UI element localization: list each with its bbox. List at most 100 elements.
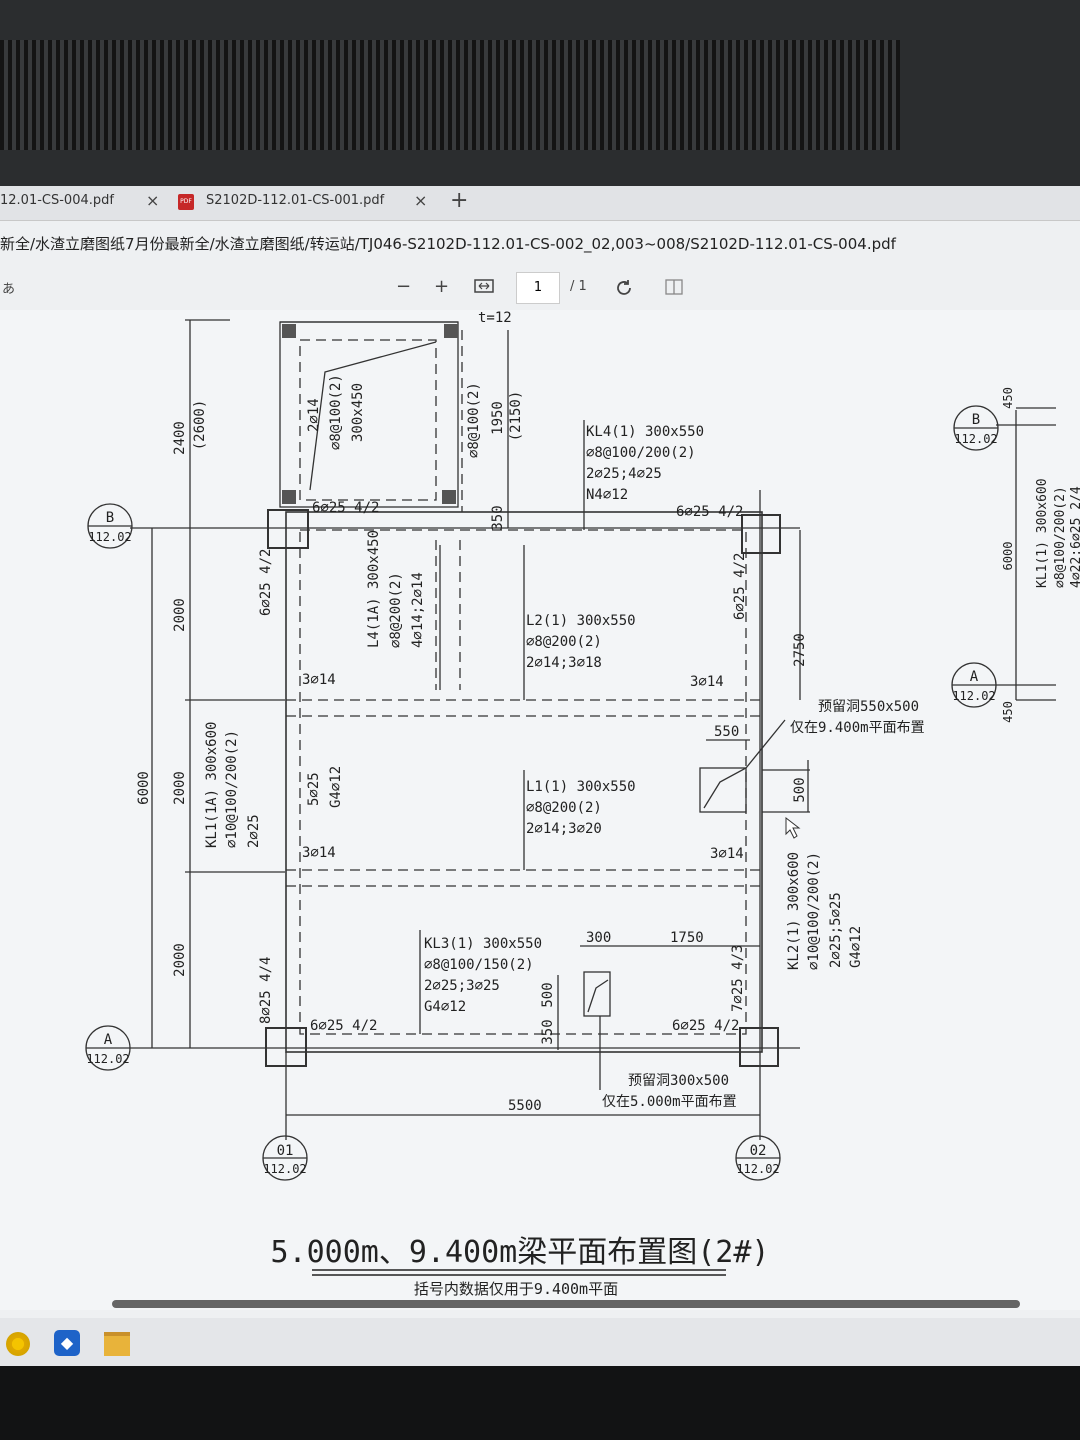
axis-01-number: 01 (277, 1143, 294, 1159)
close-icon[interactable]: × (146, 191, 160, 210)
dim-right-450-top: 450 (1001, 387, 1015, 409)
dim-t12: t=12 (478, 310, 512, 326)
kl1-label-3: 2⌀25 (246, 814, 262, 848)
dim-right-6000: 6000 (1001, 542, 1015, 571)
bottom-left-bar: 6⌀25 4/2 (310, 1018, 377, 1034)
l2-bottom-bar: 3⌀14 (690, 674, 724, 690)
l1-bottom-right-bar: 3⌀14 (710, 846, 744, 862)
beam-layout-drawing: B 112.02 A 112.02 01 112.02 02 112.02 B … (85, 310, 1080, 1298)
right-kl1-label-1: KL1(1) 300x600 (1035, 478, 1050, 588)
kl2-label-3: 2⌀25;5⌀25 (828, 892, 844, 968)
right-col-bar: 6⌀25 4/2 (732, 553, 748, 620)
tab-cs-001[interactable]: PDF S2102D-112.01-CS-001.pdf × (172, 186, 434, 220)
two-page-view-icon[interactable] (664, 278, 684, 301)
file-explorer-icon[interactable] (104, 1332, 130, 1356)
dim-5500: 5500 (508, 1098, 542, 1114)
l2-label-2: ⌀8@200(2) (526, 634, 602, 650)
l4-label-1: L4(1A) 300x450 (366, 530, 382, 648)
monitor-bezel-bottom (0, 1366, 1080, 1440)
axis-b-letter-right: B (972, 412, 980, 428)
zoom-in-button[interactable]: + (434, 276, 450, 297)
top-left-bar: 6⌀25 4/2 (312, 500, 379, 516)
axis-b-ref-right: 112.02 (954, 432, 997, 446)
axis-01-ref: 112.02 (263, 1162, 306, 1176)
axis-a-ref: 112.02 (86, 1052, 129, 1066)
kl4-label-1: KL4(1) 300x550 (586, 424, 704, 440)
dim-2000-2: 2000 (172, 771, 188, 805)
pdf-file-icon: PDF (178, 194, 194, 210)
l1-label-1: L1(1) 300x550 (526, 779, 636, 795)
dim-350-top: 350 (490, 505, 506, 530)
app-shortcut-icon[interactable]: ◆ (54, 1330, 80, 1356)
axis-02-number: 02 (750, 1143, 767, 1159)
fit-page-icon[interactable] (474, 278, 494, 299)
dim-2600: (2600) (192, 400, 208, 451)
title-underline (312, 1269, 726, 1276)
address-bar[interactable]: 新全/水渣立磨图纸7月份最新全/水渣立磨图纸/转运站/TJ046-S2102D-… (0, 226, 1080, 262)
mid-label-2: G4⌀12 (328, 766, 344, 808)
axis-a-letter-right: A (970, 669, 979, 685)
l1-label-3: 2⌀14;3⌀20 (526, 821, 602, 837)
drawing-title: 5.000m、9.400m梁平面布置图(2#) (271, 1235, 770, 1270)
page-total: / 1 (570, 279, 587, 294)
mouse-cursor-icon (785, 816, 801, 839)
tab-label: 12.01-CS-004.pdf (0, 193, 114, 208)
rotate-icon[interactable] (614, 278, 634, 303)
tab-bar: 12.01-CS-004.pdf × PDF S2102D-112.01-CS-… (0, 186, 1080, 221)
right-kl1-label-3: 4⌀22;6⌀25 2/4 (1069, 486, 1080, 588)
new-tab-button[interactable]: + (450, 188, 469, 213)
chrome-app-icon[interactable] (6, 1332, 30, 1356)
kl4-label-4: N4⌀12 (586, 487, 628, 503)
tab-cs-004[interactable]: 12.01-CS-004.pdf × (0, 186, 170, 220)
pdf-page-canvas[interactable]: B 112.02 A 112.02 01 112.02 02 112.02 B … (0, 310, 1080, 1310)
horizontal-scrollbar[interactable] (112, 1300, 1020, 1308)
axis-a-letter: A (104, 1032, 113, 1048)
dim-500-bottom: 500 (540, 982, 556, 1007)
kl4-label-3: 2⌀25;4⌀25 (586, 466, 662, 482)
dim-2000-3: 2000 (172, 943, 188, 977)
kl3-label-2: ⌀8@100/150(2) (424, 957, 534, 973)
kl1-label-2: ⌀10@100/200(2) (224, 730, 240, 848)
close-icon[interactable]: × (414, 191, 428, 210)
dim-550: 550 (714, 724, 739, 740)
kl3-label-1: KL3(1) 300x550 (424, 936, 542, 952)
dim-1750: 1750 (670, 930, 704, 946)
mid-label-1: 5⌀25 (306, 772, 322, 806)
monitor-bezel-top (0, 0, 1080, 190)
bottom-right-bar: 6⌀25 4/2 (672, 1018, 739, 1034)
l1-bottom-left-bar: 3⌀14 (302, 845, 336, 861)
stair-label-1: 2⌀14 (306, 398, 322, 432)
dim-2400: 2400 (172, 421, 188, 455)
stair-corner-posts (282, 324, 458, 504)
left-col-bar: 6⌀25 4/2 (258, 549, 274, 616)
zoom-out-button[interactable]: − (396, 276, 412, 297)
stair-label-2: ⌀8@100(2) (328, 374, 344, 450)
address-text: 新全/水渣立磨图纸7月份最新全/水渣立磨图纸/转运站/TJ046-S2102D-… (0, 235, 896, 253)
dim-right-450-bottom: 450 (1001, 701, 1015, 723)
kl2-label-4: G4⌀12 (848, 926, 864, 968)
kl1-label-1: KL1(1A) 300x600 (204, 722, 220, 848)
hole1-label-1: 预留洞550x500 (818, 699, 919, 715)
l4-bottom-bar: 3⌀14 (302, 672, 336, 688)
reading-mode-icon[interactable]: あ (2, 282, 16, 297)
kl2-label-2: ⌀10@100/200(2) (806, 852, 822, 970)
dim-500-right: 500 (792, 777, 808, 802)
hole2-label-1: 预留洞300x500 (628, 1073, 729, 1089)
l4-label-2: ⌀8@200(2) (388, 572, 404, 648)
drawing-subtitle: 括号内数据仅用于9.400m平面 (414, 1280, 618, 1298)
dim-2750: 2750 (792, 633, 808, 667)
l4-label-3: 4⌀14;2⌀14 (410, 572, 426, 648)
page-number-input[interactable]: 1 (516, 272, 560, 304)
l2-label-3: 2⌀14;3⌀18 (526, 655, 602, 671)
axis-02-ref: 112.02 (736, 1162, 779, 1176)
top-right-bar: 6⌀25 4/2 (676, 504, 743, 520)
kl3-label-3: 2⌀25;3⌀25 (424, 978, 500, 994)
dim-350-bottom: 350 (540, 1019, 556, 1044)
kl2-label-1: KL2(1) 300x600 (786, 852, 802, 970)
taskbar: ◆ (0, 1318, 1080, 1366)
monitor-grille (0, 40, 900, 150)
browser-window: 12.01-CS-004.pdf × PDF S2102D-112.01-CS-… (0, 186, 1080, 1366)
hole2-label-2: 仅在5.000m平面布置 (602, 1094, 737, 1110)
bottom-right-col-bar: 7⌀25 4/3 (730, 945, 746, 1012)
dim-6000: 6000 (136, 771, 152, 805)
